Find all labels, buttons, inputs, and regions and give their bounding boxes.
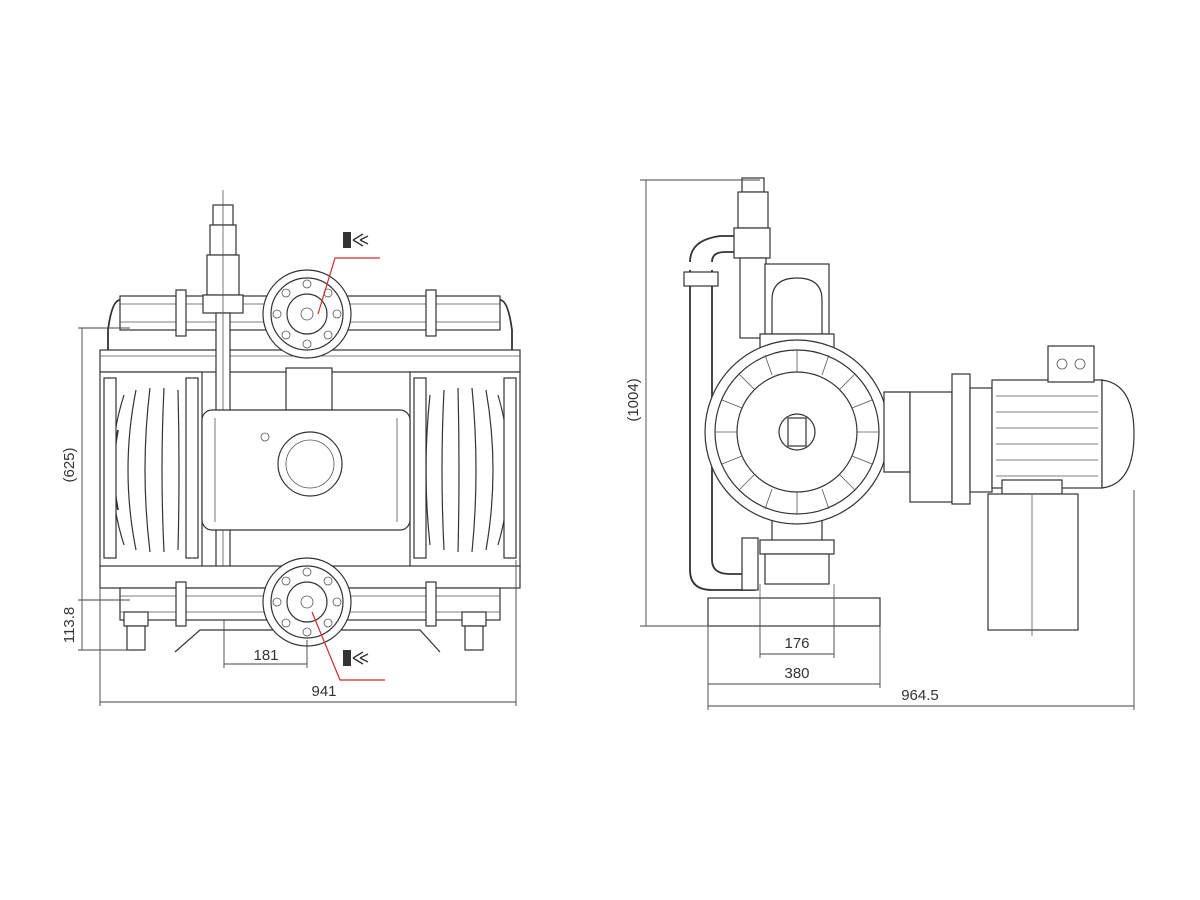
side-motor xyxy=(969,345,1135,495)
dim-width: 941 xyxy=(311,683,336,700)
side-diaphragm-housing xyxy=(704,339,890,525)
front-dimensions: (625) 113.8 941 181 xyxy=(61,327,517,706)
flow-in-leader xyxy=(311,611,385,681)
front-view: (625) 113.8 941 181 xyxy=(61,190,521,706)
dim-port-spacing: 176 xyxy=(784,635,809,652)
side-pipe xyxy=(683,235,755,591)
side-top-manifold xyxy=(759,263,835,351)
side-dimensions: (1004) 176 380 964.5 xyxy=(625,179,1135,710)
side-gearbox xyxy=(883,373,971,505)
side-bottom-manifold xyxy=(741,520,835,591)
bottom-inlet-flange xyxy=(262,557,352,647)
dim-height: (625) xyxy=(61,447,78,482)
top-outlet-flange xyxy=(262,269,352,359)
side-view: (1004) 176 380 964.5 xyxy=(625,177,1135,710)
feet xyxy=(123,611,487,651)
side-air-valve xyxy=(733,177,771,339)
dim-overall-length: 964.5 xyxy=(901,687,939,704)
flow-out-leader xyxy=(317,232,380,315)
dim-port-offset: 181 xyxy=(253,647,278,664)
side-motor-base xyxy=(987,493,1079,636)
dim-overall-height: (1004) xyxy=(625,378,642,421)
air-valve-stack xyxy=(202,190,244,620)
center-body xyxy=(201,367,411,531)
left-diaphragm-chamber xyxy=(99,371,203,569)
dim-base-width: 380 xyxy=(784,665,809,682)
flow-out-symbol-icon xyxy=(343,232,369,248)
dim-bottom-offset: 113.8 xyxy=(61,607,78,643)
right-diaphragm-chamber xyxy=(409,371,521,569)
side-base xyxy=(707,584,881,627)
flow-in-symbol-icon xyxy=(343,650,369,666)
